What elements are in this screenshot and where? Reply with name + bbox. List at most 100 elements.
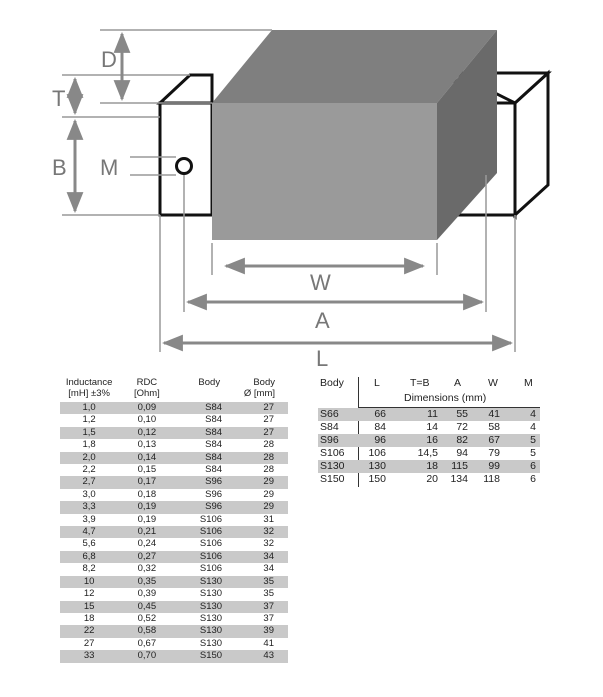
cell-body: S106 (199, 538, 223, 550)
component-dimension-drawing: D T B M W A L (52, 29, 552, 371)
cell-inductance: 1,2 (82, 414, 96, 426)
dim-header-w: W (488, 377, 498, 389)
dim-label-d: D (101, 47, 117, 72)
cell-body: S130 (199, 612, 223, 624)
cell-rdc: 0,09 (118, 402, 176, 415)
table-row: 18 0,52 S130 37 (60, 613, 288, 625)
cell-inductance: 12 (83, 588, 95, 600)
cell-m: 4 (530, 408, 536, 420)
dim-label-w: W (310, 270, 331, 295)
dim-label-l: L (316, 346, 328, 371)
header-rdc: RDC [Ohm] (118, 377, 175, 402)
cell-inductance: 2,0 (60, 451, 119, 465)
cell-l: 130 (368, 460, 386, 472)
cell-inductance: 1,8 (82, 439, 96, 451)
cell-rdc: 0,15 (137, 464, 157, 476)
cell-inductance: 22 (60, 625, 119, 638)
cell-inductance: 33 (60, 650, 119, 663)
cell-l: 150 (368, 473, 386, 485)
cell-rdc: 0,18 (137, 488, 157, 500)
cell-inductance: 2,7 (60, 476, 119, 489)
cell-rdc: 0,17 (118, 476, 176, 489)
cell-body-diameter: 29 (226, 476, 288, 489)
cell-inductance: 5,6 (82, 538, 96, 550)
dimension-arrows (66, 31, 514, 352)
cell-body: S150 (175, 650, 227, 663)
cell-body: S84 (175, 426, 227, 440)
cell-body: S96 (205, 488, 223, 500)
cell-rdc: 0,32 (137, 563, 157, 575)
cell-w: 99 (488, 460, 500, 472)
cell-rdc: 0,35 (118, 575, 176, 589)
cell-m: 6 (530, 473, 536, 485)
cell-rdc: 0,45 (118, 600, 176, 613)
header-inductance: Inductance [mH] ±3% (60, 377, 118, 402)
dim-header-m: M (524, 377, 533, 389)
cell-body-diameter: 28 (263, 439, 274, 451)
cell-body-diameter: 35 (226, 575, 288, 589)
cell-body: S130 (199, 637, 223, 649)
cell-inductance: 27 (83, 637, 95, 649)
cell-body: S84 (205, 414, 223, 426)
cell-rdc: 0,24 (137, 538, 157, 550)
cell-inductance: 18 (83, 612, 95, 624)
cell-rdc: 0,67 (137, 637, 157, 649)
cell-body: S66 (320, 408, 339, 420)
header-inductance-line2: [mH] ±3% (68, 388, 110, 399)
dim-label-m: M (100, 155, 118, 180)
cell-l: 66 (374, 408, 386, 420)
cell-body-diameter: 27 (226, 426, 288, 440)
cell-body-diameter: 29 (226, 501, 288, 514)
dim-table-vertical-rule (358, 377, 359, 487)
cell-inductance: 2,2 (82, 464, 96, 476)
cell-w: 41 (488, 408, 500, 420)
header-body-diameter: Body Ø [mm] (226, 377, 288, 402)
left-terminal-block (156, 73, 214, 217)
cell-m: 5 (530, 447, 536, 459)
cell-rdc: 0,52 (137, 612, 157, 624)
cell-body-diameter: 41 (263, 637, 274, 649)
cell-body: S106 (320, 447, 345, 459)
cell-body: S84 (205, 439, 223, 451)
cell-body: S96 (175, 501, 227, 514)
cell-rdc: 0,12 (118, 426, 176, 440)
cell-t-b: 14,5 (417, 447, 438, 459)
main-body-box (212, 30, 497, 240)
dim-header-body: Body (320, 377, 344, 389)
cell-body: S130 (320, 460, 345, 472)
cell-a: 55 (456, 408, 468, 420)
header-body: Body (176, 377, 227, 402)
dim-label-t: T (52, 86, 65, 111)
cell-body: S106 (199, 513, 223, 525)
header-rdc-line2: [Ohm] (133, 388, 160, 399)
cell-body-diameter: 31 (263, 513, 274, 525)
cell-a: 72 (456, 421, 468, 433)
cell-inductance: 6,8 (60, 550, 119, 564)
cell-body-diameter: 28 (226, 451, 288, 465)
dim-header-l: L (374, 377, 380, 389)
cell-m: 5 (530, 434, 536, 446)
cell-t-b: 18 (426, 460, 438, 472)
cell-body: S106 (175, 550, 227, 564)
cell-body-diameter: 37 (263, 612, 274, 624)
cell-body-diameter: 32 (226, 526, 288, 539)
dim-header-a: A (454, 377, 462, 389)
cell-inductance: 3,3 (60, 501, 119, 514)
cell-t-b: 11 (427, 408, 438, 420)
cell-t-b: 20 (426, 473, 438, 485)
cell-rdc: 0,13 (137, 439, 157, 451)
